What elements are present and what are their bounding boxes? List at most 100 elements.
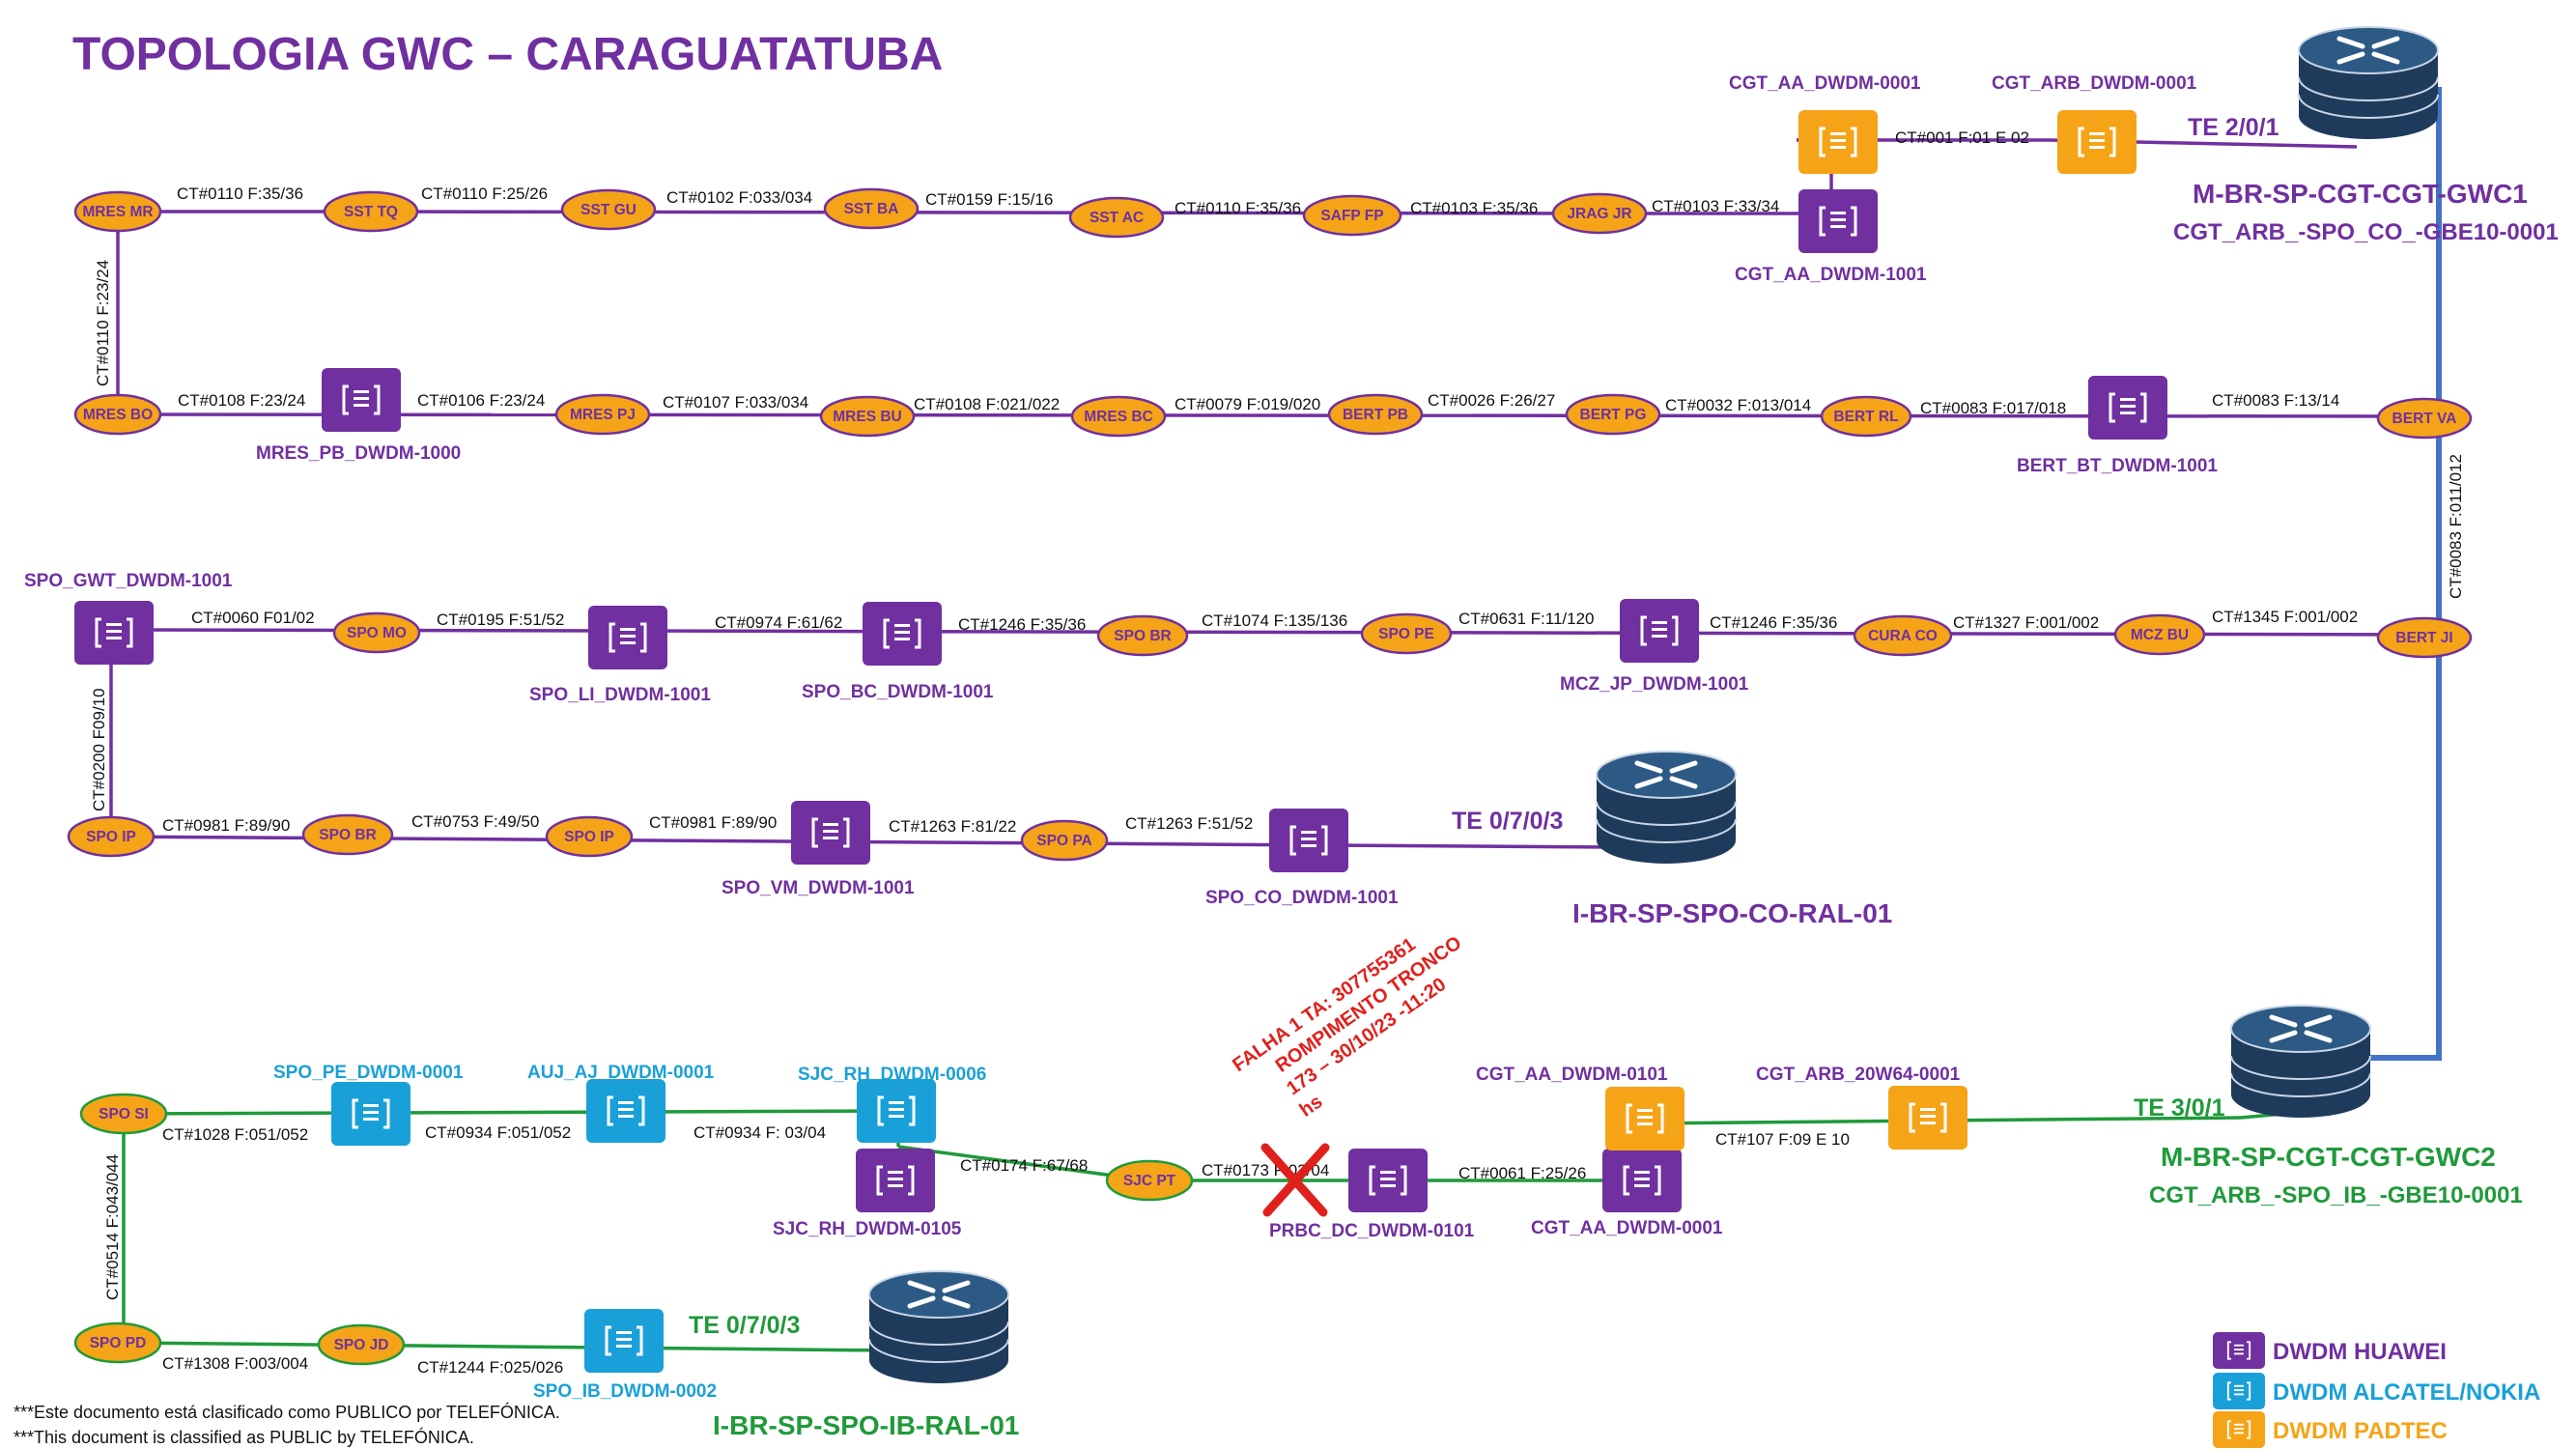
site-spo-mo[interactable]: SPO MO (332, 611, 421, 654)
svg-text:MRES PJ: MRES PJ (570, 407, 636, 423)
router-gwc2[interactable] (2231, 1006, 2370, 1118)
dwdm-spo-ib-0002[interactable] (584, 1309, 664, 1373)
svg-text:BERT PG: BERT PG (1580, 407, 1647, 423)
site-mres-bu[interactable]: MRES BU (819, 395, 916, 438)
link-label: CT#1308 F:003/004 (162, 1354, 308, 1373)
link-label: CT#107 F:09 E 10 (1715, 1130, 1850, 1149)
link-label: CT#1244 F:025/026 (417, 1358, 563, 1377)
router-gwc1[interactable] (2299, 27, 2438, 139)
dwdm-spo-vm-1001[interactable] (791, 801, 870, 865)
label-mres-pb-dwdm-1000: MRES_PB_DWDM-1000 (256, 443, 461, 464)
dwdm-sjc-rh-0006[interactable] (857, 1079, 936, 1143)
site-spo-ip-1[interactable]: SPO IP (67, 815, 156, 858)
link-label: CT#0102 F:033/034 (666, 188, 812, 207)
site-bert-pg[interactable]: BERT PG (1565, 393, 1661, 436)
label-bert-bt-dwdm-1001: BERT_BT_DWDM-1001 (2017, 456, 2218, 476)
site-sst-ac[interactable]: SST AC (1068, 196, 1165, 239)
site-bert-rl[interactable]: BERT RL (1820, 395, 1912, 438)
gwc1-te: TE 2/0/1 (2188, 114, 2279, 141)
site-mcz-bu[interactable]: MCZ BU (2113, 613, 2206, 656)
label-cgt-aa-dwdm-0001-b: CGT_AA_DWDM-0001 (1531, 1218, 1723, 1238)
site-spo-si[interactable]: SPO SI (79, 1093, 168, 1135)
site-jrag-jr[interactable]: JRAG JR (1551, 192, 1648, 235)
site-bert-pb[interactable]: BERT PB (1327, 393, 1424, 436)
site-spo-pa[interactable]: SPO PA (1020, 819, 1109, 862)
label-spo-vm-dwdm-1001: SPO_VM_DWDM-1001 (722, 878, 915, 898)
label-mcz-jp-dwdm-1001: MCZ_JP_DWDM-1001 (1560, 674, 1749, 695)
site-sst-tq[interactable]: SST TQ (323, 190, 419, 233)
link-label: CT#0032 F:013/014 (1665, 396, 1811, 414)
site-mres-bo[interactable]: MRES BO (73, 393, 162, 436)
site-sjc-pt[interactable]: SJC PT (1105, 1159, 1194, 1202)
legend-alcatel: DWDM ALCATEL/NOKIA (2273, 1379, 2540, 1406)
site-sst-gu[interactable]: SST GU (560, 188, 657, 231)
green-links (117, 1109, 2295, 1352)
site-mres-bc[interactable]: MRES BC (1070, 395, 1167, 438)
dwdm-mcz-jp-1001[interactable] (1620, 599, 1699, 663)
site-spo-br-2[interactable]: SPO BR (301, 813, 394, 856)
site-mres-mr[interactable]: MRES MR (73, 190, 162, 233)
site-bert-ji[interactable]: BERT JI (2376, 616, 2473, 659)
site-spo-br-1[interactable]: SPO BR (1096, 614, 1189, 657)
dwdm-spo-gwt-1001[interactable] (74, 601, 154, 665)
dwdm-spo-co-1001[interactable] (1269, 809, 1348, 872)
site-spo-jd[interactable]: SPO JD (317, 1323, 406, 1366)
svg-text:MCZ BU: MCZ BU (2131, 627, 2189, 643)
svg-text:BERT VA: BERT VA (2392, 411, 2457, 427)
dwdm-prbc-dc-0101[interactable] (1348, 1149, 1428, 1212)
dwdm-cgt-aa-0001[interactable] (1798, 110, 1878, 174)
link-label: CT#1327 F:001/002 (1953, 613, 2099, 632)
spo-co-ral-te: TE 0/7/0/3 (1452, 808, 1563, 835)
link-label: CT#0195 F:51/52 (437, 611, 564, 629)
failure-annotation: FALHA 1 TA: 307755361 ROMPIMENTO TRONCO … (1229, 932, 1465, 1122)
svg-text:MRES BU: MRES BU (833, 409, 901, 425)
link-label: CT#0083 F:13/14 (2212, 391, 2339, 410)
dwdm-cgt-aa-1001[interactable] (1798, 189, 1878, 253)
legend-huawei: DWDM HUAWEI (2273, 1339, 2447, 1365)
dwdm-sjc-rh-0105[interactable] (856, 1149, 935, 1212)
link-label: CT#0108 F:23/24 (178, 391, 305, 410)
label-prbc-dc-dwdm-0101: PRBC_DC_DWDM-0101 (1269, 1221, 1475, 1241)
link-label: CT#0026 F:26/27 (1428, 391, 1555, 410)
link-label: CT#1263 F:51/52 (1125, 814, 1253, 833)
link-label: CT#0174 F:67/68 (960, 1156, 1088, 1175)
dwdm-cgt-aa-0001-b[interactable] (1602, 1149, 1682, 1212)
site-spo-pe[interactable]: SPO PE (1360, 612, 1453, 655)
svg-text:SST GU: SST GU (580, 202, 637, 218)
label-spo-gwt-dwdm-1001: SPO_GWT_DWDM-1001 (24, 571, 233, 591)
dwdm-auj-aj-0001[interactable] (586, 1079, 665, 1143)
gwc1-name: M-BR-SP-CGT-CGT-GWC1 (2193, 179, 2528, 209)
dwdm-spo-pe-0001[interactable] (331, 1082, 410, 1146)
svg-text:MRES BC: MRES BC (1084, 409, 1152, 425)
link-label: CT#0514 F:043/044 (103, 1154, 122, 1300)
router-spo-ib-ral[interactable] (869, 1271, 1008, 1383)
svg-text:SPO PE: SPO PE (1378, 626, 1434, 642)
dwdm-cgt-arb-20w64[interactable] (1888, 1086, 1967, 1150)
site-bert-va[interactable]: BERT VA (2376, 397, 2473, 440)
link-label: CT#0981 F:89/90 (649, 813, 777, 832)
classification-note-en: ***This document is classified as PUBLIC… (14, 1427, 474, 1447)
site-cura-co[interactable]: CURA CO (1853, 614, 1953, 657)
dwdm-spo-bc-1001[interactable] (863, 602, 942, 666)
dwdm-cgt-arb-0001[interactable] (2057, 110, 2137, 174)
label-auj-aj-dwdm-0001: AUJ_AJ_DWDM-0001 (527, 1063, 715, 1083)
router-spo-co-ral[interactable] (1597, 752, 1736, 864)
svg-text:SST AC: SST AC (1090, 210, 1144, 226)
svg-text:SAFP FP: SAFP FP (1320, 208, 1383, 224)
label-sjc-rh-dwdm-0105: SJC_RH_DWDM-0105 (773, 1219, 962, 1239)
link-label: CT#0108 F:021/022 (914, 395, 1060, 413)
dwdm-cgt-aa-0101[interactable] (1605, 1087, 1684, 1151)
link-label: CT#0934 F: 03/04 (694, 1123, 826, 1142)
site-sst-ba[interactable]: SST BA (823, 187, 920, 230)
site-mres-pj[interactable]: MRES PJ (554, 393, 651, 436)
site-spo-ip-2[interactable]: SPO IP (545, 815, 634, 858)
dwdm-bert-bt-1001[interactable] (2088, 376, 2167, 440)
site-spo-pd[interactable]: SPO PD (73, 1321, 162, 1364)
site-safp-fp[interactable]: SAFP FP (1302, 194, 1402, 237)
dwdm-mres-pb-1000[interactable] (322, 368, 401, 432)
spo-ib-ral-name: I-BR-SP-SPO-IB-RAL-01 (713, 1410, 1019, 1440)
dwdm-spo-li-1001[interactable] (588, 606, 667, 669)
link-label: CT#0106 F:23/24 (417, 391, 545, 410)
label-spo-pe-dwdm-0001: SPO_PE_DWDM-0001 (273, 1063, 464, 1083)
